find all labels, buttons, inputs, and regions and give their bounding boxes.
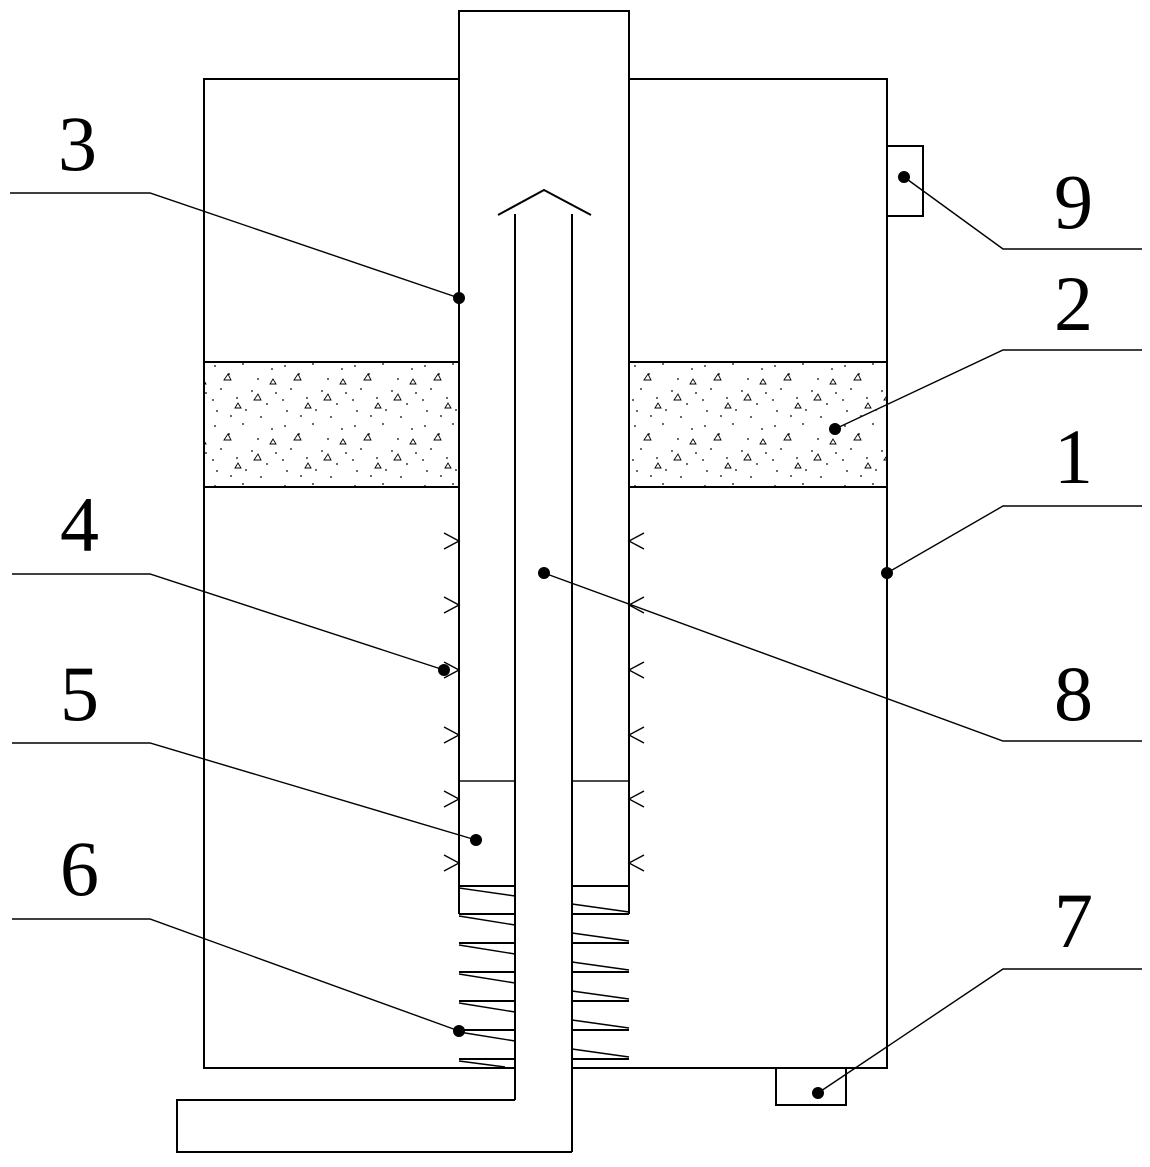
outer-tube (458, 10, 630, 914)
label-2: 2 (1054, 260, 1093, 347)
label-3: 3 (58, 100, 97, 187)
label-5: 5 (60, 650, 99, 737)
outlet-pipe (176, 1099, 572, 1153)
label-4: 4 (60, 481, 99, 568)
inner-pipe (497, 188, 592, 1152)
label-7: 7 (1054, 877, 1093, 964)
leader-lines (10, 176, 1142, 1094)
bottom-box (775, 1067, 847, 1106)
nozzles (443, 532, 645, 872)
label-8: 8 (1054, 650, 1093, 737)
filter-layer (204, 361, 887, 488)
seal-blocks (458, 780, 630, 887)
label-6: 6 (60, 825, 99, 912)
label-9: 9 (1054, 158, 1093, 245)
leader-dots (438, 171, 910, 1099)
spring (458, 887, 630, 1068)
label-1: 1 (1054, 413, 1093, 500)
